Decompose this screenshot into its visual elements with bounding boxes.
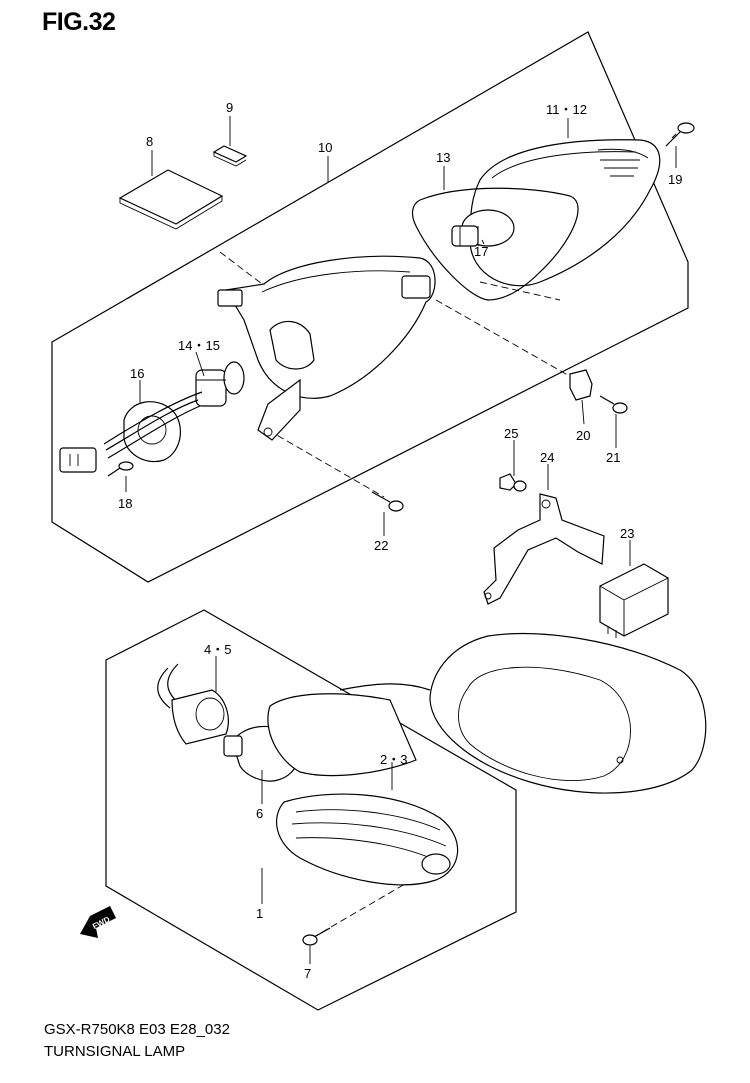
grommet-harness-part-16	[59, 391, 203, 473]
assembly-name: TURNSIGNAL LAMP	[44, 1043, 186, 1060]
socket-part-4-5	[157, 663, 229, 745]
nut-part-20	[569, 369, 593, 401]
callout-7: 7	[304, 966, 311, 981]
model-code: GSX-R750K8 E03 E28_032	[44, 1021, 230, 1038]
alignment-lines	[219, 251, 581, 939]
figure-title: FIG.32	[42, 8, 116, 36]
bulb-part-17	[451, 209, 515, 247]
seal-part-13	[411, 187, 579, 301]
bracket-part-24	[483, 493, 605, 605]
callout-20: 20	[576, 428, 590, 443]
front-lens-part-2-3	[275, 793, 459, 886]
callout-22: 22	[374, 538, 388, 553]
screw-part-7	[302, 927, 331, 946]
rear-lens-part-11-12	[469, 139, 661, 287]
callout-21: 21	[606, 450, 620, 465]
screw-part-22	[371, 491, 404, 512]
socket-part-14-15	[195, 361, 245, 407]
front-assembly-frame	[105, 609, 517, 1011]
callout-16: 16	[130, 366, 144, 381]
cushion-part-9	[212, 145, 248, 167]
callout-labels: 1 2・3 4・5 6 7 8 9 10 11・12 13 14・15 16 1…	[118, 100, 682, 981]
callout-1: 1	[256, 906, 263, 921]
leader-lines	[125, 116, 677, 964]
rear-assembly-frame	[51, 31, 689, 583]
callout-10: 10	[318, 140, 332, 155]
screw-part-18	[107, 461, 134, 477]
callout-8: 8	[146, 134, 153, 149]
callout-23: 23	[620, 526, 634, 541]
rear-housing-part-10	[217, 255, 436, 441]
relay-part-23	[599, 563, 669, 638]
callout-14-15: 14・15	[178, 338, 220, 353]
callout-2-3: 2・3	[380, 752, 407, 767]
callout-13: 13	[436, 150, 450, 165]
callout-9: 9	[226, 100, 233, 115]
callout-25: 25	[504, 426, 518, 441]
pad-part-8	[118, 169, 224, 230]
callout-19: 19	[668, 172, 682, 187]
screw-part-21	[599, 395, 628, 414]
callout-17: 17	[474, 244, 488, 259]
screw-part-19	[665, 122, 695, 147]
callout-18: 18	[118, 496, 132, 511]
front-reflector	[267, 693, 417, 777]
callout-24: 24	[540, 450, 554, 465]
callout-11-12: 11・12	[546, 102, 587, 117]
bolt-part-25	[499, 473, 527, 492]
callout-4-5: 4・5	[204, 642, 231, 657]
callout-6: 6	[256, 806, 263, 821]
front-lamp-housing	[339, 632, 707, 794]
fwd-arrow-icon: FWD	[80, 906, 116, 938]
